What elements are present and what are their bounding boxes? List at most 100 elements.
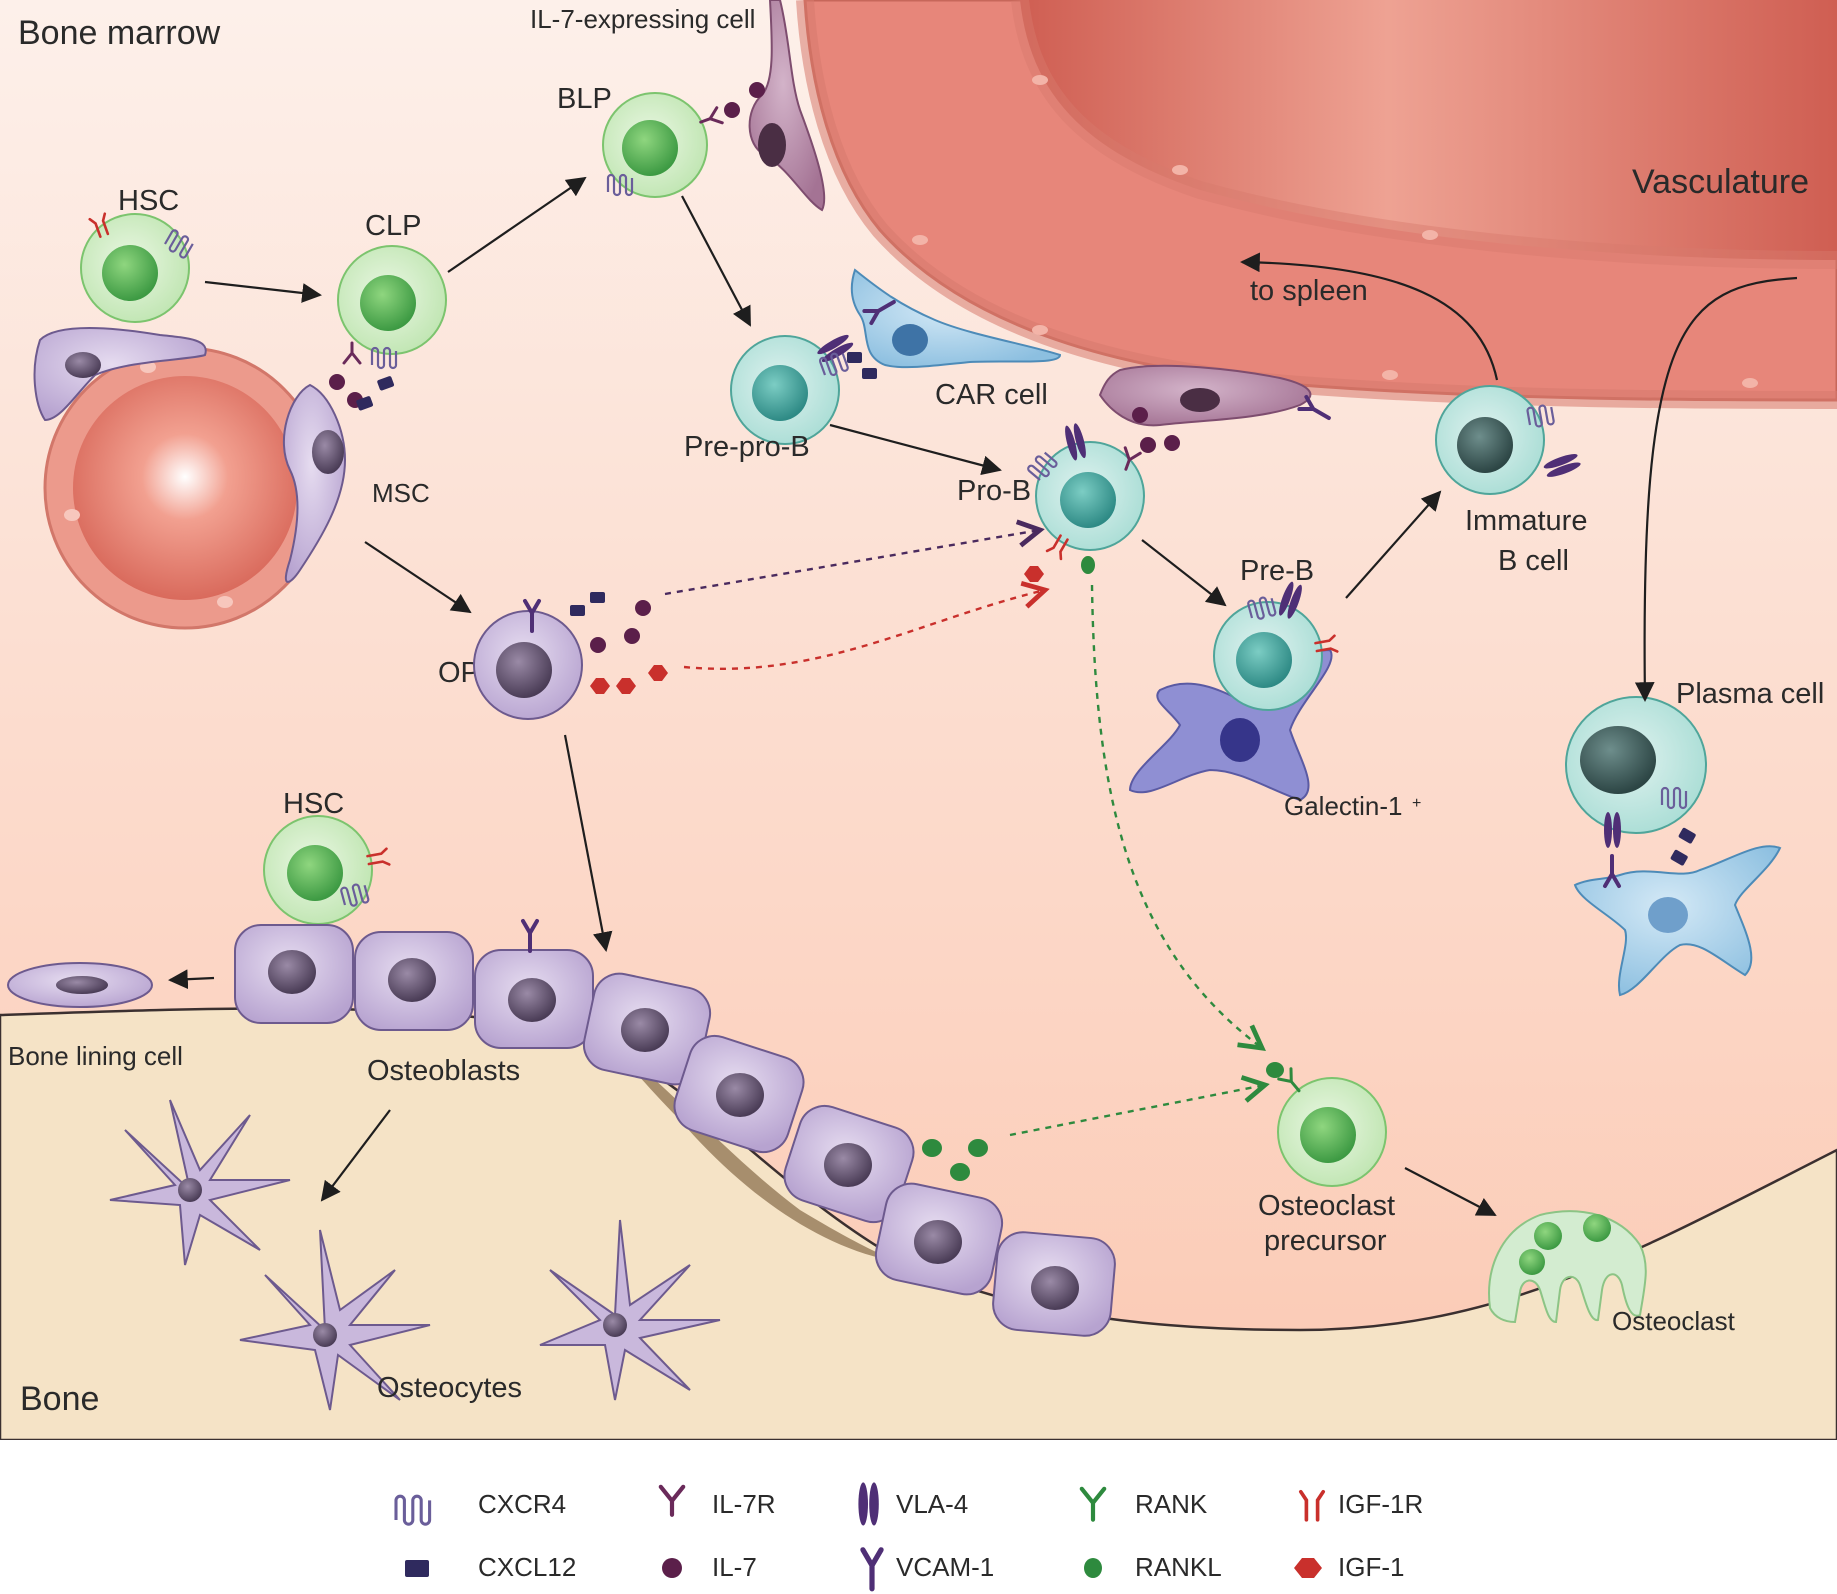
clp-label: CLP [365,210,421,242]
pre-pro-b-cell [730,332,856,445]
legend-label: CXCR4 [478,1489,566,1519]
osteoclast-precursor-label-2: precursor [1264,1225,1387,1257]
cxcl12-molecule [590,592,605,603]
car-cell-label: CAR cell [935,379,1048,411]
hsc-top-cell [80,212,196,323]
il7-molecule [1140,437,1156,453]
legend-item-rankl: RANKL [1084,1552,1222,1582]
il7-molecule [624,628,640,644]
osteoclast-precursor-cell [1277,1067,1387,1187]
immature-b-cell [1435,385,1582,495]
galectin-label: Galectin-1 [1284,791,1403,821]
igf1-molecule [1024,566,1044,582]
pre-b-cell [1213,580,1339,711]
rankl-molecule [922,1139,942,1157]
bone-label: Bone [20,1380,99,1418]
msc-cell-top [33,327,207,422]
il7-stromal-cell [1098,364,1335,427]
bone-lining-label: Bone lining cell [8,1041,183,1071]
il7-cell-label: IL-7-expressing cell [530,4,755,34]
il7-molecule [329,374,345,390]
igf1-icon [1294,1558,1322,1578]
osteocytes-label: Osteocytes [377,1372,522,1404]
il7-icon [662,1558,682,1578]
il7-molecule [749,82,765,98]
cxcl12-molecule [1678,827,1696,844]
legend-item-il7: IL-7 [662,1552,757,1582]
galectin-sup: + [1412,795,1421,812]
pre-pro-b-label: Pre-pro-B [684,431,810,463]
clp-cell [337,245,447,370]
legend-item-cxcr4: CXCR4 [394,1489,566,1526]
vasculature-label: Vasculature [1632,163,1809,201]
osteocyte [539,1219,721,1401]
osteoclast-precursor-label-1: Osteoclast [1258,1190,1395,1222]
osteocyte [239,1229,431,1411]
cxcl12-icon [405,1560,429,1577]
legend-item-igf1r: IGF-1R [1298,1489,1423,1522]
plasma-niche-cell [1573,845,1782,997]
il7-molecule [590,637,606,653]
legend-label: RANKL [1135,1552,1222,1582]
legend-area [0,1440,1837,1594]
msc-cell [282,383,347,583]
immature-b-label-1: Immature [1465,505,1587,537]
osteoclast-cell [1488,1210,1647,1324]
osteoblast-cells [234,919,1116,1337]
legend-item-vla4: VLA-4 [858,1482,968,1526]
legend-label: IL-7 [712,1552,757,1582]
cxcl12-molecule [570,605,585,616]
legend-label: IGF-1 [1338,1552,1404,1582]
legend-label: IL-7R [712,1489,776,1519]
igf1-molecule [648,665,668,681]
igf1-molecule [616,678,636,694]
il7-molecule [1164,435,1180,451]
il7-molecule [1132,407,1148,423]
igf1-molecule [590,678,610,694]
il7-molecule [724,102,740,118]
legend-label: IGF-1R [1338,1489,1423,1519]
pro-b-cell [1025,422,1145,561]
cxcl12-molecule [377,376,395,391]
cxcl12-molecule [356,396,374,411]
legend-item-vcam1: VCAM-1 [863,1550,994,1589]
legend-label: VCAM-1 [896,1552,994,1582]
msc-label: MSC [372,478,430,508]
blp-cell [602,92,724,198]
immature-b-label-2: B cell [1498,545,1569,577]
car-cell [850,268,1062,369]
plasma-cell [1565,696,1707,848]
bone-marrow-label: Bone marrow [18,14,221,52]
rankl-icon [1084,1558,1102,1578]
op-label: OP [438,657,480,689]
plasma-cell-label: Plasma cell [1676,678,1824,710]
pro-b-label: Pro-B [957,475,1031,507]
legend-item-il7r: IL-7R [661,1487,776,1519]
osteocyte [109,1099,291,1266]
blp-label: BLP [557,83,612,115]
legend-item-rank: RANK [1082,1489,1208,1520]
hsc-bottom-label: HSC [283,788,344,820]
cxcl12-molecule [847,352,862,363]
pre-b-label: Pre-B [1240,555,1314,587]
legend-label: RANK [1135,1489,1208,1519]
osteoblasts-label: Osteoblasts [367,1055,520,1087]
rankl-molecule [1081,556,1095,574]
sinusoid [43,346,327,630]
rankl-molecule [1266,1062,1284,1078]
hsc-top-label: HSC [118,185,179,217]
osteoclast-label: Osteoclast [1612,1306,1736,1336]
cxcl12-molecule [862,368,877,379]
il7-molecule [635,600,651,616]
cxcl12-molecule [1670,849,1688,866]
blood-vessel [796,0,1837,409]
to-spleen-label: to spleen [1250,275,1368,307]
rankl-molecule [968,1139,988,1157]
bone-lining-cell [7,962,153,1008]
op-cell [473,599,583,720]
legend: CXCR4 IL-7R VLA-4 RANK IGF-1R CXCL12 IL-… [394,1482,1423,1589]
il7-expressing-cell [748,0,826,212]
legend-label: CXCL12 [478,1552,576,1582]
signaling-arrows [664,530,1265,1137]
